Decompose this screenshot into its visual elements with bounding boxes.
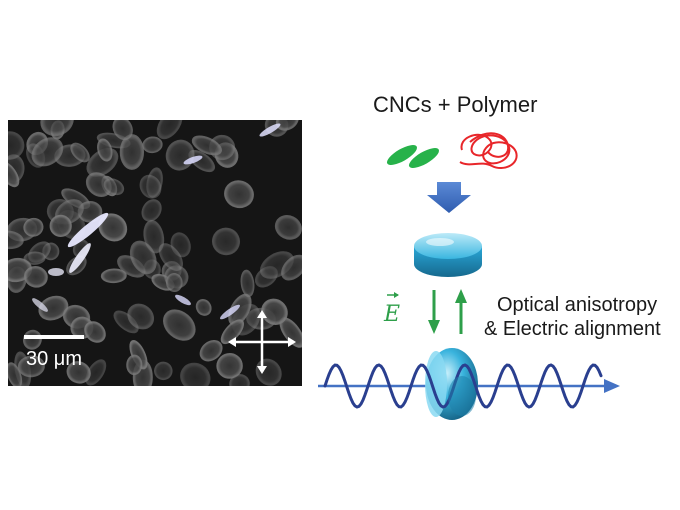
droplet <box>274 215 302 240</box>
droplet <box>129 240 157 275</box>
droplet <box>142 136 163 154</box>
droplet <box>220 319 245 345</box>
droplet <box>126 354 143 376</box>
droplet <box>85 172 112 197</box>
droplet <box>180 362 211 386</box>
droplet <box>85 359 107 386</box>
vector-arrow-icon <box>387 292 399 298</box>
scale-bar-label: 30 μm <box>26 348 82 370</box>
scale-bar <box>24 335 84 339</box>
droplet <box>97 138 113 162</box>
field-arrows-icon <box>428 289 467 334</box>
droplet <box>24 265 48 288</box>
droplet <box>17 355 45 378</box>
droplet <box>8 362 23 386</box>
droplet <box>156 120 183 140</box>
droplet <box>23 217 44 237</box>
micrograph-texture <box>8 120 302 386</box>
bright-streaks <box>32 123 281 320</box>
droplet <box>8 131 25 160</box>
polarized-micrograph <box>8 120 302 386</box>
crossed-polarizers-icon <box>228 310 296 374</box>
polymer-coil-icon <box>459 132 518 170</box>
droplet <box>38 295 69 321</box>
description-line-2: & Electric alignment <box>484 318 661 340</box>
droplet <box>281 254 302 281</box>
droplet <box>163 309 196 341</box>
schematic-title: CNCs + Polymer <box>373 92 538 117</box>
droplet <box>211 227 241 256</box>
droplet <box>103 178 125 196</box>
droplet <box>49 214 72 238</box>
droplet <box>66 361 91 384</box>
droplet <box>199 339 223 362</box>
droplet <box>158 243 184 272</box>
droplet <box>141 199 162 222</box>
process-arrow-icon <box>427 182 471 213</box>
droplet <box>8 230 24 250</box>
droplet <box>23 251 46 265</box>
droplet <box>127 303 155 330</box>
droplet <box>165 272 183 293</box>
light-wave <box>323 363 603 409</box>
droplet <box>40 120 74 137</box>
droplet <box>8 161 20 188</box>
cnc-rods-icon <box>386 145 440 168</box>
droplet <box>31 137 64 167</box>
droplet <box>84 321 106 343</box>
droplet <box>195 298 212 316</box>
droplet <box>70 142 90 163</box>
droplet <box>154 361 173 381</box>
droplet <box>100 268 127 284</box>
droplet <box>112 120 133 141</box>
droplet <box>191 135 222 156</box>
droplet-disc-icon <box>414 233 482 277</box>
droplet-front-shade <box>448 376 476 416</box>
droplet <box>229 374 250 386</box>
droplet <box>224 180 254 209</box>
droplet <box>261 298 288 325</box>
electric-field-symbol: E <box>384 302 401 327</box>
description-line-1: Optical anisotropy <box>497 294 658 316</box>
droplet <box>139 174 162 199</box>
